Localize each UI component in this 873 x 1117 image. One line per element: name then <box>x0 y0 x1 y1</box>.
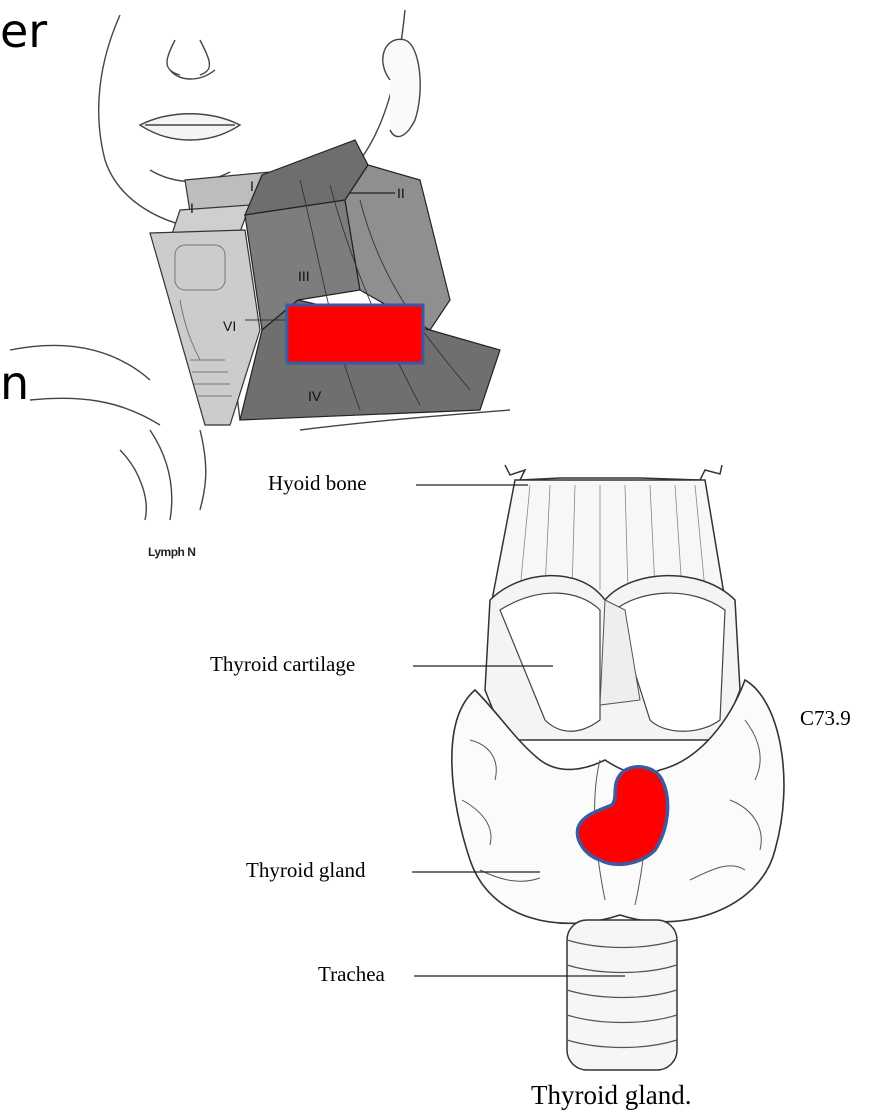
thyroid-diagram-caption: Thyroid gland. <box>531 1080 691 1111</box>
icd-code-label: C73.9 <box>800 706 851 731</box>
trachea-label: Trachea <box>318 962 385 987</box>
thyroid-gland-label: Thyroid gland <box>246 858 366 883</box>
hyoid-bone-label: Hyoid bone <box>268 471 367 496</box>
thyroid-cartilage-label: Thyroid cartilage <box>210 652 355 677</box>
